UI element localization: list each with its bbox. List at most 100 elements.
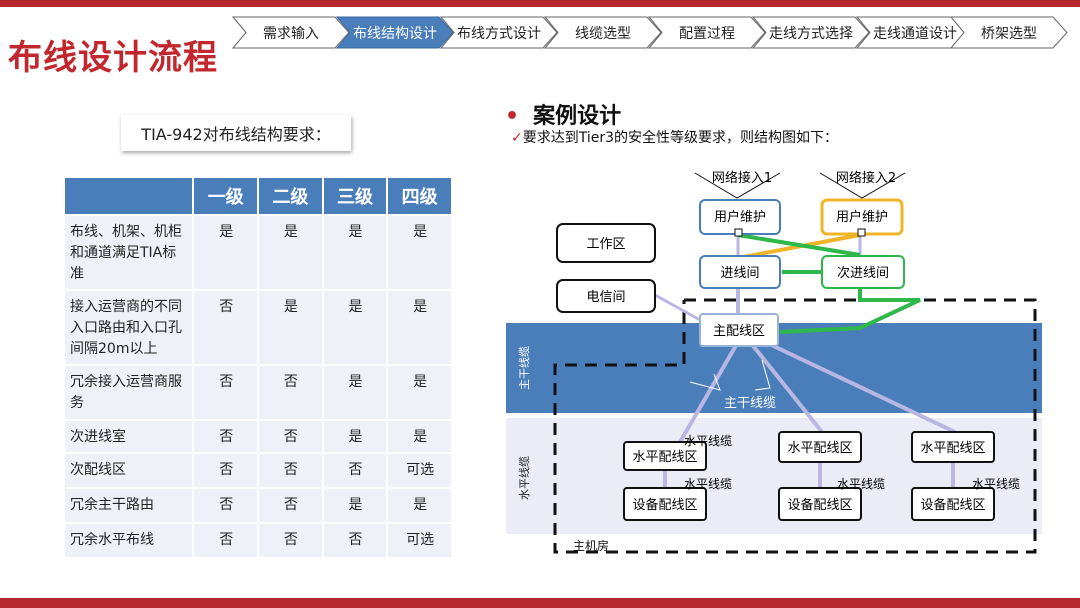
equipment-distribution-area-3-node (911, 487, 995, 521)
table-cell: 次进线室 (62, 419, 195, 454)
network-access-1-funnel (694, 172, 781, 199)
horizontal-cable-label-3: 水平线缆 (972, 477, 1020, 491)
table-cell: 接入运营商的不同入口路由和入口孔间隔20m以上 (62, 289, 195, 366)
horizontal-distribution-area-1-node (623, 441, 707, 471)
main-distribution-area-label: 主配线区 (713, 324, 765, 339)
network-access-2-label: 网络接入2 (836, 170, 896, 186)
table-row: 冗余主干路由 否 否 是 是 (62, 487, 453, 524)
table-header-tier2: 二级 (257, 176, 324, 216)
table-cell: 是 (386, 419, 453, 454)
table-cell: 否 (257, 452, 324, 489)
entrance-room-label: 进线间 (720, 266, 759, 281)
table-header-tier3: 三级 (321, 176, 389, 216)
table-cell: 是 (386, 487, 453, 524)
table-cell: 否 (321, 452, 389, 489)
telecom-room-node (556, 279, 656, 313)
table-cell: 否 (257, 364, 324, 421)
backbone-cable-label: 主干线缆 (724, 395, 776, 411)
table-cell: 否 (192, 289, 260, 366)
table-cell: 否 (321, 522, 389, 559)
table-cell: 冗余水平布线 (62, 522, 195, 559)
tier-requirements-table: 一级 二级 三级 四级 布线、机架、机柜和通道满足TIA标准 是 是 是 是 接… (62, 176, 453, 559)
table-cell: 否 (192, 522, 260, 559)
table-row: 布线、机架、机柜和通道满足TIA标准 是 是 是 是 (62, 214, 453, 291)
eda-1-label: 设备配线区 (632, 497, 697, 513)
horizontal-cable-label-top: 水平线缆 (684, 434, 732, 448)
computer-room-boundary (553, 298, 1037, 554)
main-distribution-area-node (699, 313, 779, 347)
step-requirement-input[interactable]: 需求输入 (232, 16, 350, 49)
check-mark-icon: ✓ (511, 130, 523, 146)
table-cell: 是 (386, 214, 453, 291)
table-header-blank (62, 176, 195, 216)
table-cell: 是 (386, 289, 453, 366)
table-cell: 否 (192, 452, 260, 489)
table-cell: 是 (192, 214, 260, 291)
table-header-tier4: 四级 (386, 176, 453, 216)
case-design-heading: •案例设计 (505, 104, 622, 129)
table-cell: 是 (321, 214, 389, 291)
port-2-icon (857, 228, 866, 237)
telecom-room-label: 电信间 (586, 290, 625, 305)
bullet-icon: • (505, 104, 520, 129)
computer-room-label: 主机房 (573, 538, 609, 553)
horizontal-cable-label-2: 水平线缆 (837, 477, 885, 491)
network-access-2-funnel (819, 172, 906, 199)
step-routing-method[interactable]: 走线方式选择 (752, 16, 870, 49)
step-tray-selection[interactable]: 桥架选型 (950, 16, 1068, 49)
table-cell: 是 (321, 289, 389, 366)
entrance-room-node (699, 255, 781, 289)
top-accent-bar (0, 0, 1080, 7)
backbone-arrow-right-icon (754, 359, 771, 391)
green-cross-link (737, 233, 861, 257)
table-header-row: 一级 二级 三级 四级 (62, 176, 453, 216)
user-maintenance-2-label: 用户维护 (836, 209, 888, 225)
equipment-distribution-area-2-node (778, 487, 862, 521)
table-cell: 否 (257, 419, 324, 454)
work-area-node (556, 223, 656, 263)
table-cell: 冗余接入运营商服务 (62, 364, 195, 421)
table-header-tier1: 一级 (192, 176, 260, 216)
table-row: 接入运营商的不同入口路由和入口孔间隔20m以上 否 是 是 是 (62, 289, 453, 366)
work-area-label: 工作区 (586, 237, 625, 252)
table-cell: 是 (321, 419, 389, 454)
process-steps: 需求输入 布线结构设计 布线方式设计 线缆选型 配置过程 走线方式选择 走线通道… (232, 16, 1068, 49)
telecom-to-mda-cable (654, 293, 701, 322)
step-cabling-method-design[interactable]: 布线方式设计 (440, 16, 558, 49)
backbone-arrow-left-icon (689, 373, 721, 391)
table-cell: 冗余主干路由 (62, 487, 195, 524)
table-cell: 否 (192, 364, 260, 421)
eda-3-label: 设备配线区 (920, 497, 985, 513)
mda-to-hda2-cable (748, 340, 824, 434)
table-cell: 是 (257, 214, 324, 291)
tia-942-callout: TIA-942对布线结构要求： (121, 115, 351, 151)
table-cell: 否 (257, 522, 324, 559)
horizontal-cable-label-1: 水平线缆 (684, 477, 732, 491)
horizontal-band-label: 水平线缆 (517, 456, 531, 500)
mda-to-hda1-cable (678, 340, 740, 444)
network-access-1-label: 网络接入1 (712, 170, 772, 186)
table-cell: 布线、机架、机柜和通道满足TIA标准 (62, 214, 195, 291)
table-cell: 是 (321, 487, 389, 524)
hda-1-label: 水平配线区 (632, 450, 697, 465)
backbone-band-label: 主干线缆 (517, 346, 531, 390)
table-row: 冗余接入运营商服务 否 否 是 是 (62, 364, 453, 421)
hda-3-label: 水平配线区 (920, 441, 985, 456)
table-cell: 否 (192, 419, 260, 454)
secondary-entrance-room-node (821, 255, 905, 289)
eda-2-label: 设备配线区 (787, 497, 852, 513)
table-cell: 可选 (386, 452, 453, 489)
table-cell: 次配线区 (62, 452, 195, 489)
table-cell: 否 (192, 487, 260, 524)
step-cabling-structure-design[interactable]: 布线结构设计 (336, 16, 454, 49)
table-cell: 否 (257, 487, 324, 524)
table-row: 次配线区 否 否 否 可选 (62, 452, 453, 489)
secondary-to-mda-link (779, 288, 921, 334)
step-cable-selection[interactable]: 线缆选型 (544, 16, 662, 49)
cabling-structure-diagram: 主干线缆 水平线缆 主机房 网络接入1 网络接入2 主干线缆 工作区 电信间 用… (506, 170, 1042, 554)
hda-2-label: 水平配线区 (787, 441, 852, 456)
mda-to-hda3-cable (764, 340, 956, 434)
table-row: 次进线室 否 否 是 是 (62, 419, 453, 454)
step-configuration-process[interactable]: 配置过程 (648, 16, 766, 49)
table-row: 冗余水平布线 否 否 否 可选 (62, 522, 453, 559)
